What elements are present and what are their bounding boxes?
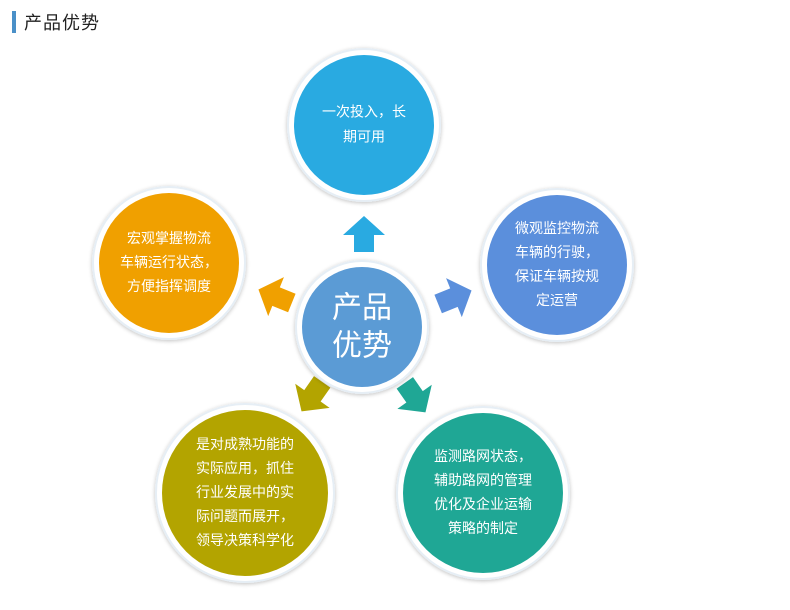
arrow-bottom-right — [396, 377, 432, 413]
right-text-line: 微观监控物流 — [515, 221, 599, 237]
bottom-left-text-line: 实际应用，抓住 — [196, 460, 294, 477]
top-circle — [294, 55, 434, 195]
bottom-left-text-line: 领导决策科学化 — [196, 532, 294, 549]
page-title: 产品优势 — [24, 13, 100, 34]
left-text-line: 宏观掌握物流 — [127, 231, 211, 247]
right-circle — [487, 195, 627, 335]
center-circle — [302, 267, 422, 387]
center-text-line: 产品 — [332, 291, 392, 326]
arrow-top — [343, 216, 385, 252]
right-text-line: 车辆的行驶， — [515, 244, 599, 261]
top-text-line: 一次投入，长 — [322, 105, 406, 121]
arrow-left — [258, 277, 296, 317]
bottom-right-text-line: 优化及企业运输 — [434, 496, 532, 513]
bottom-left-text-line: 际问题而展开， — [196, 509, 294, 525]
bottom-left-text-line: 行业发展中的实 — [196, 485, 294, 501]
left-text-line: 方便指挥调度 — [127, 279, 211, 295]
bottom-right-text-line: 策略的制定 — [448, 520, 518, 537]
left-text-line: 车辆运行状态， — [120, 254, 218, 271]
right-text-line: 定运营 — [536, 293, 578, 309]
right-text-line: 保证车辆按规 — [515, 268, 599, 285]
arrow-right — [434, 278, 472, 318]
top-text-line: 期可用 — [343, 130, 385, 146]
center-text-line: 优势 — [332, 329, 392, 364]
bottom-left-text-line: 是对成熟功能的 — [196, 437, 294, 453]
section-header: 产品优势 — [12, 10, 100, 34]
arrow-bottom-left — [295, 376, 331, 412]
node-center: 产品优势 — [295, 260, 429, 394]
bottom-right-text-line: 监测路网状态， — [434, 449, 532, 465]
left-circle — [99, 193, 239, 333]
header-accent-bar — [12, 11, 16, 33]
bottom-left-circle — [162, 410, 328, 576]
bottom-right-text-line: 辅助路网的管理 — [434, 473, 532, 489]
bottom-right-circle — [403, 413, 563, 573]
